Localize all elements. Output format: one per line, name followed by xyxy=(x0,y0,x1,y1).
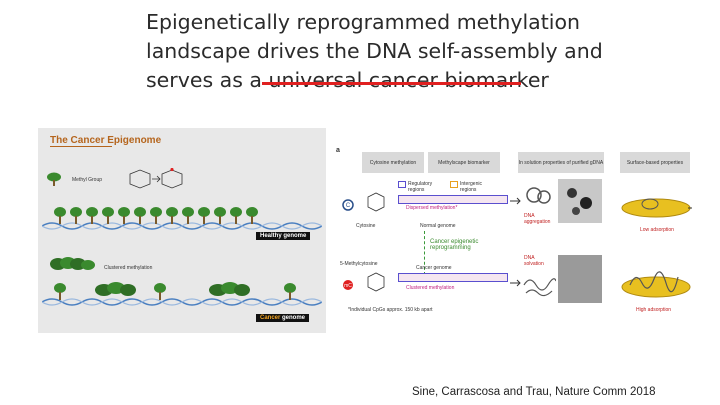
panel-letter: a xyxy=(336,147,340,154)
dna-solvation-label: DNA solvation xyxy=(524,255,544,267)
healthy-genome-label: Healthy genome xyxy=(256,232,311,240)
methylcytosine-label: 5-Methylcytosine xyxy=(340,261,378,267)
cytosine-label: Cytosine xyxy=(356,223,376,229)
header-cytosine-methylation: Cytosine methylation xyxy=(362,152,424,173)
svg-text:C: C xyxy=(346,203,351,209)
header-methylscape-biomarker: Methylscape biomarker xyxy=(428,152,500,173)
title-underline xyxy=(262,82,521,85)
header-in-solution-properties: In solution properties of purified gDNA xyxy=(518,152,604,173)
regulatory-legend-swatch xyxy=(398,181,406,188)
low-adsorption-electrode xyxy=(621,198,692,218)
normal-methylation-bar xyxy=(398,195,508,204)
tem-image-aggregation xyxy=(558,179,602,223)
low-adsorption-label: Low adsorption xyxy=(640,227,674,233)
cancer-word: Cancer xyxy=(260,315,281,321)
tree-icon xyxy=(47,172,61,186)
cancer-methylation-bar xyxy=(398,273,508,282)
cancer-genome-label-right: Cancer genome xyxy=(416,265,452,271)
title-line-1: Epigenetically reprogrammed methylation xyxy=(146,10,580,34)
clustered-trees-icon xyxy=(50,257,95,270)
title-line-2: landscape drives the DNA self-assembly a… xyxy=(146,39,603,63)
intergenic-legend-swatch xyxy=(450,181,458,188)
tem-image-solvation xyxy=(558,255,602,303)
dispersed-methylation-label: Dispersed methylation* xyxy=(406,205,458,211)
clustered-methylation-label: Clustered methylation xyxy=(104,265,153,271)
cancer-dna-strand xyxy=(42,282,322,306)
cytosine-structure-icon xyxy=(129,168,183,189)
intergenic-legend-label: Intergenic regions xyxy=(460,181,482,193)
cytosine-molecule-icon: C xyxy=(342,192,385,212)
svg-text:mC: mC xyxy=(344,283,352,289)
title-highlight: universal cancer biomarker xyxy=(268,68,549,92)
high-adsorption-electrode xyxy=(621,271,691,298)
figure-title: The Cancer Epigenome xyxy=(50,135,162,146)
normal-genome-label: Normal genome xyxy=(420,223,456,229)
methyl-group-label: Methyl Group xyxy=(72,177,103,183)
flow-arrows xyxy=(510,197,521,287)
cpg-footnote: *Individual CpGs approx. 150 kb apart xyxy=(348,307,433,313)
cancer-genome-label: Cancer genome xyxy=(256,314,310,322)
dna-aggregation-icon xyxy=(526,187,551,204)
healthy-dna-strand xyxy=(42,207,322,230)
methylscape-figure: a Cytosine methylation Methylscape bioma… xyxy=(336,147,716,327)
reprogramming-label: Cancer epigenetic reprogramming xyxy=(430,239,479,251)
slide-title: Epigenetically reprogrammed methylation … xyxy=(146,8,706,95)
title-line-3-prefix: serves as a xyxy=(146,68,269,92)
figure-title-underline xyxy=(50,146,112,147)
reprogramming-arrow xyxy=(424,231,426,275)
genome-word: genome xyxy=(280,315,306,321)
dna-solvation-icon xyxy=(523,278,556,297)
high-adsorption-label: High adsorption xyxy=(636,307,672,313)
cancer-epigenome-figure: The Cancer Epigenome Methyl Group Health… xyxy=(38,128,326,333)
citation: Sine, Carrascosa and Trau, Nature Comm 2… xyxy=(412,386,656,398)
clustered-methylation-label-right: Clustered methylation xyxy=(406,285,455,291)
regulatory-legend-label: Regulatory regions xyxy=(408,181,433,193)
methylcytosine-molecule-icon: mC xyxy=(343,272,385,292)
dna-aggregation-label: DNA aggregation xyxy=(524,213,551,225)
header-surface-properties: Surface-based properties xyxy=(620,152,690,173)
title-line-3: serves as a universal cancer biomarker xyxy=(146,66,706,95)
